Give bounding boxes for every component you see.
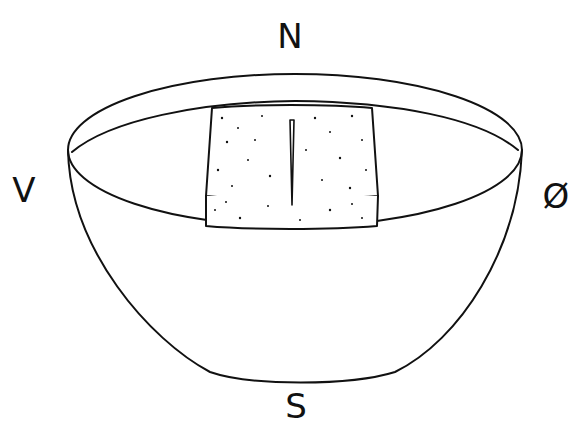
needle	[290, 120, 294, 205]
compass-direction: S	[285, 389, 307, 423]
compass-direction: Ø	[543, 179, 570, 213]
compass-direction: V	[12, 173, 35, 207]
compass-direction: N	[277, 19, 302, 53]
sponge-dots	[214, 115, 367, 221]
